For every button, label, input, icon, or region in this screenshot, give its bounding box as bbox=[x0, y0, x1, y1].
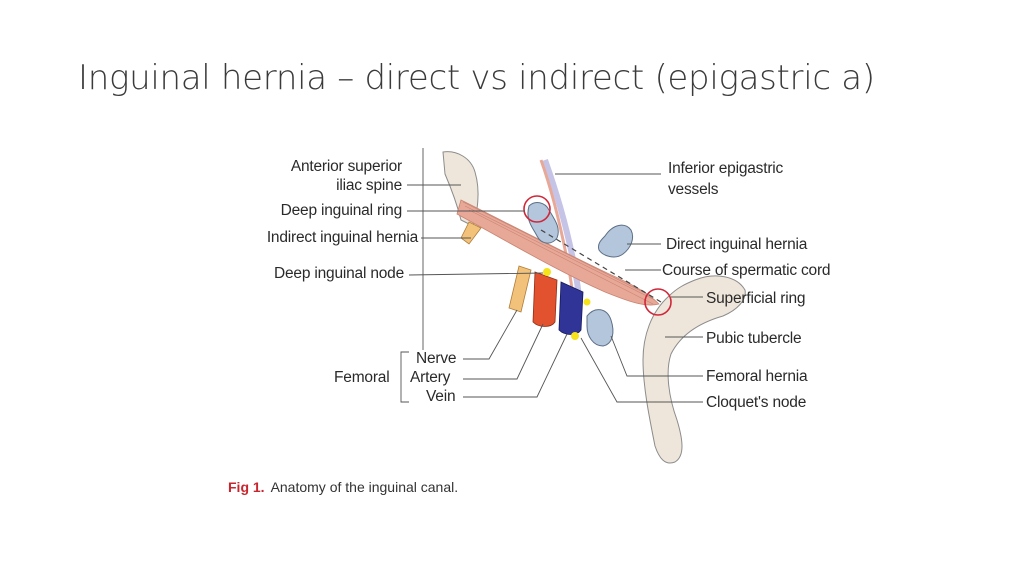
indirect-hernia-sac bbox=[527, 202, 559, 244]
femoral-nerve-lower bbox=[508, 265, 532, 313]
label-superficial-ring: Superficial ring bbox=[706, 290, 806, 307]
label-femoral: Femoral bbox=[334, 369, 390, 386]
label-deep-inguinal-ring: Deep inguinal ring bbox=[280, 202, 403, 219]
label-deep-inguinal-node: Deep inguinal node bbox=[274, 265, 404, 282]
label-femoral-vein: Vein bbox=[426, 388, 456, 405]
label-asis-line1: Anterior superior bbox=[290, 158, 402, 175]
figure-caption: Fig 1. Anatomy of the inguinal canal. bbox=[228, 479, 458, 495]
label-inferior-epigastric-line1: Inferior epigastric bbox=[668, 160, 784, 177]
label-indirect-inguinal-hernia: Indirect inguinal hernia bbox=[266, 229, 418, 246]
label-femoral-nerve: Nerve bbox=[416, 350, 457, 367]
label-cloquet-node: Cloquet's node bbox=[706, 394, 807, 411]
label-inferior-epigastric-line2: vessels bbox=[668, 181, 719, 198]
leader-femoral-hernia bbox=[610, 335, 703, 377]
label-pubic-tubercle: Pubic tubercle bbox=[706, 330, 802, 347]
deep-inguinal-node bbox=[543, 268, 551, 276]
label-course-spermatic-cord: Course of spermatic cord bbox=[662, 262, 831, 279]
femoral-artery-structure bbox=[532, 271, 558, 327]
superficial-ring-marker bbox=[644, 288, 672, 316]
inguinal-anatomy-diagram bbox=[400, 148, 746, 464]
femoral-node-small bbox=[583, 298, 591, 306]
pubic-bone bbox=[642, 275, 746, 464]
label-direct-inguinal-hernia: Direct inguinal hernia bbox=[666, 236, 808, 253]
figure-caption-text: Anatomy of the inguinal canal. bbox=[270, 479, 459, 495]
label-asis-line2: iliac spine bbox=[336, 177, 402, 194]
leader-vein bbox=[463, 333, 568, 398]
femoral-nerve-structure bbox=[460, 221, 482, 245]
slide-title: Inguinal hernia – direct vs indirect (ep… bbox=[78, 58, 875, 98]
femoral-hernia-sac bbox=[586, 309, 614, 347]
direct-hernia-sac bbox=[598, 224, 634, 258]
leader-deep-node bbox=[408, 272, 544, 276]
label-femoral-hernia: Femoral hernia bbox=[706, 368, 808, 385]
deep-inguinal-ring-marker bbox=[523, 195, 551, 223]
cloquet-node bbox=[571, 332, 579, 340]
figure-caption-prefix: Fig 1. bbox=[228, 479, 265, 495]
femoral-bracket bbox=[400, 351, 409, 403]
inguinal-ligament-fibers bbox=[462, 201, 656, 305]
label-femoral-artery: Artery bbox=[410, 369, 451, 386]
leader-nerve bbox=[463, 309, 518, 360]
leader-cloquet-node bbox=[580, 337, 703, 403]
leader-artery bbox=[463, 323, 544, 380]
